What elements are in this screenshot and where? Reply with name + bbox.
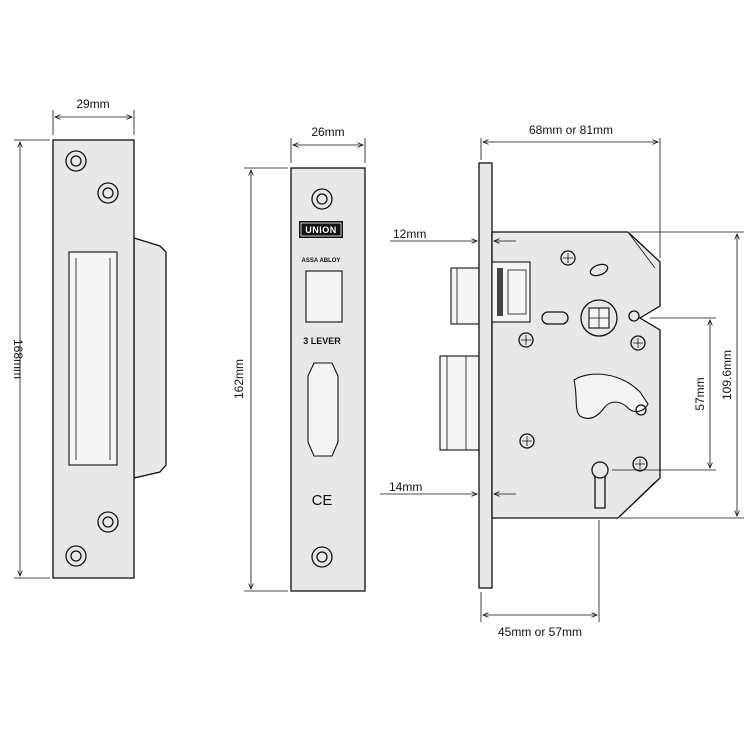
strike-screw-hole	[65, 150, 87, 172]
forend-width-dimension: 26mm	[290, 125, 366, 163]
dead-bolt	[439, 355, 480, 451]
forend-screw-hole	[311, 188, 333, 210]
strike-width-dimension: 29mm	[52, 97, 135, 135]
forend-screw-hole	[311, 546, 333, 568]
case-screw	[518, 332, 534, 348]
case-height-dimension: 109.6mm	[620, 231, 744, 519]
keyhole	[591, 461, 609, 509]
latch-offset-dimension: 14mm	[380, 480, 516, 494]
strike-width-label: 29mm	[76, 97, 109, 111]
lever-cam	[573, 373, 649, 419]
spindle-follower	[580, 299, 640, 337]
case-depth-label: 68mm or 81mm	[529, 123, 613, 137]
strike-screw-hole	[97, 511, 119, 533]
brand-sub-label: ASSA ABLOY	[302, 258, 341, 264]
case-height-label: 109.6mm	[720, 350, 734, 400]
case-screw	[519, 433, 535, 449]
strike-screw-hole	[97, 182, 119, 204]
forend-width-label: 26mm	[311, 125, 344, 139]
strike-height-dimension: 168mm	[11, 139, 50, 579]
follower-slot	[541, 311, 569, 325]
case-screw	[630, 335, 646, 351]
lock-case	[439, 162, 661, 589]
backset-dimension: 45mm or 57mm	[480, 520, 600, 639]
strike-plate	[52, 139, 167, 579]
strike-box-keep	[133, 237, 167, 479]
strike-opening	[68, 251, 118, 466]
forend-thickness-label: 12mm	[393, 227, 426, 241]
lever-label: 3 LEVER	[303, 336, 341, 346]
case-screw	[560, 250, 576, 266]
case-body	[491, 231, 661, 519]
forend-latch-window	[305, 270, 343, 323]
strike-screw-hole	[65, 545, 87, 567]
forend-plate: UNION ASSA ABLOY 3 LEVER CE	[290, 167, 366, 592]
forend-height-label: 162mm	[232, 359, 246, 399]
strike-height-label: 168mm	[11, 339, 25, 379]
centres-dimension: 57mm	[612, 317, 716, 471]
forend-edge	[478, 162, 493, 589]
brand-badge	[299, 221, 343, 238]
case-screw	[632, 456, 648, 472]
backset-label: 45mm or 57mm	[498, 625, 582, 639]
case-depth-dimension: 68mm or 81mm	[480, 123, 661, 258]
latch-bolt	[450, 267, 480, 325]
forend-bolt-window	[307, 362, 339, 457]
brand-logo: UNION	[305, 225, 337, 235]
forend-height-dimension: 162mm	[232, 167, 288, 592]
ce-mark: CE	[312, 492, 333, 509]
centres-label: 57mm	[693, 377, 707, 410]
forend-thickness-dimension: 12mm	[390, 227, 516, 241]
latch-offset-label: 14mm	[389, 480, 422, 494]
